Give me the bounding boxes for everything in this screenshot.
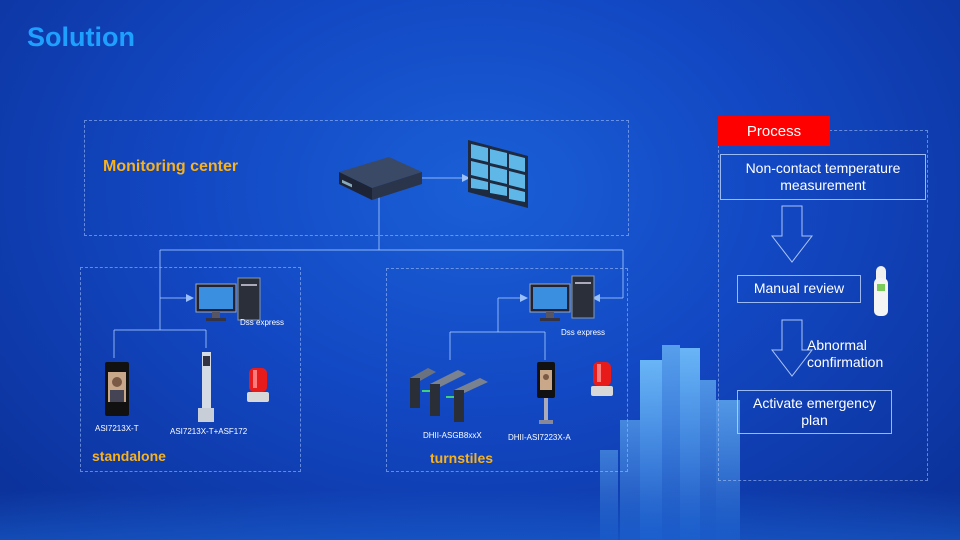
alarm-light-icon [247,368,269,402]
turnstiles-label: turnstiles [430,450,494,466]
process-step-manual-review: Manual review [737,275,861,303]
face-terminal-icon [537,362,555,424]
standalone-label: standalone [92,448,166,464]
down-arrow-icon [770,205,814,263]
pillar-terminal-icon [198,352,214,422]
server-icon [339,157,422,200]
monitoring-center-box [84,120,629,236]
turnstiles-box [386,268,628,472]
thermometer-icon [874,266,888,316]
process-step-abnormal: Abnormal confirmation [807,337,884,370]
video-wall-icon [468,140,528,208]
turnstile-icon [410,368,488,422]
down-arrow-icon [770,319,814,377]
standalone-box [80,267,301,472]
alarm-light-icon [591,362,613,396]
turnstiles-pc-label: Dss express [561,328,606,337]
computer-icon [529,275,595,321]
process-step-emergency: Activate emergency plan [737,390,892,434]
standalone-device1-label: ASI7213X-T [95,424,139,433]
face-terminal-icon [105,362,129,416]
computer-icon [195,277,261,321]
standalone-pc-label: Dss express [240,318,285,327]
slide-title: Solution [27,22,135,52]
standalone-device2-label: ASI7213X-T+ASF172 [170,427,248,436]
turnstiles-device1-label: DHII-ASGB8xxX [423,431,482,440]
process-header: Process [718,116,830,146]
monitoring-center-label: Monitoring center [103,158,239,175]
turnstiles-device2-label: DHII-ASI7223X-A [508,433,571,442]
process-step-temperature: Non-contact temperature measurement [720,154,926,200]
